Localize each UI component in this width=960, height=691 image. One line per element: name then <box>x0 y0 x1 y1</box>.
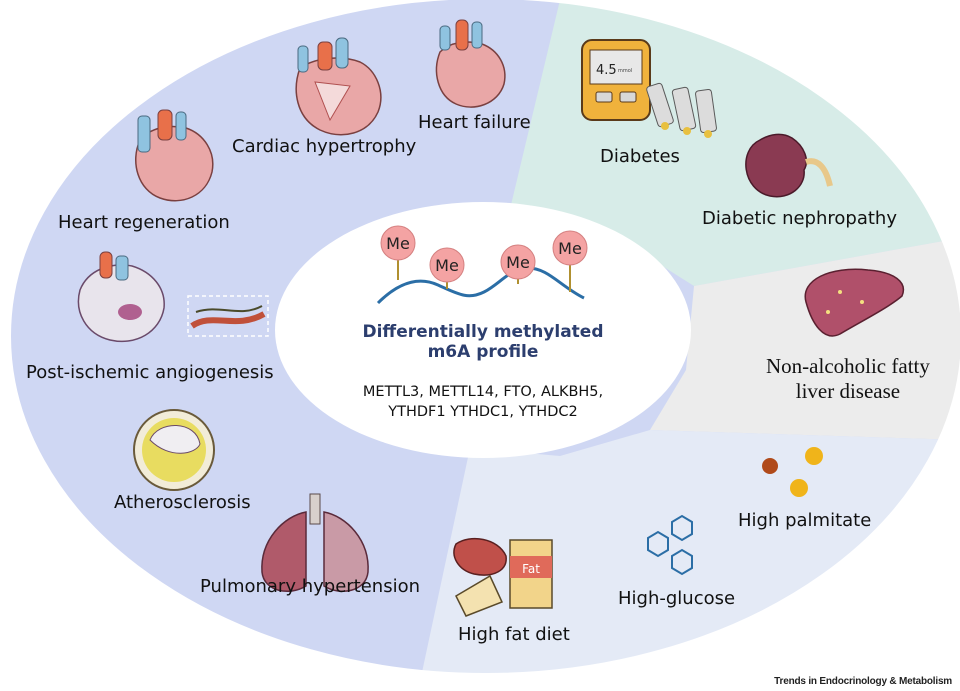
glucose-hexagons-icon <box>647 514 693 576</box>
label-high-palmitate: High palmitate <box>738 510 872 531</box>
label-high-fat-diet: High fat diet <box>458 624 570 645</box>
me-circle-2 <box>429 247 465 283</box>
heart-regeneration-heart-icon <box>135 109 214 202</box>
me-label-2: Me <box>435 256 459 275</box>
label-high-glucose: High-glucose <box>618 588 736 609</box>
center-gene-list: METTL3, METTL14, FTO, ALKBH5, YTHDF1 YTH… <box>330 382 636 422</box>
me-label-3: Me <box>506 253 530 272</box>
center-title: Differentially methylated m6A profile <box>330 322 636 362</box>
center-title-line2: m6A profile <box>427 342 539 362</box>
me-circle-3 <box>500 244 536 280</box>
label-nafld: Non-alcoholic fatty liver disease <box>766 354 930 404</box>
me-circle-4 <box>552 230 588 266</box>
label-cardiac-hypertrophy: Cardiac hypertrophy <box>232 136 417 157</box>
glucometer-unit: mmol <box>618 68 632 74</box>
label-heart-failure: Heart failure <box>418 112 531 133</box>
center-genes-line1: METTL3, METTL14, FTO, ALKBH5, <box>362 384 604 400</box>
palmitate-dots-icon <box>762 447 823 497</box>
cheese-icon <box>455 574 504 617</box>
label-diabetic-nephropathy: Diabetic nephropathy <box>702 208 897 229</box>
liver-icon <box>804 268 905 337</box>
center-genes-line2: YTHDF1 YTHDC1, YTHDC2 <box>388 404 578 420</box>
lungs-icon <box>261 493 369 593</box>
me-label-4: Me <box>558 239 582 258</box>
fat-box-icon <box>509 539 553 609</box>
label-diabetes: Diabetes <box>600 146 680 167</box>
me-circle-1 <box>380 225 416 261</box>
center-ellipse <box>275 202 691 458</box>
glucometer-icon <box>581 39 717 138</box>
vessel-inset-icon <box>187 295 269 337</box>
ischemic-heart-icon <box>77 251 165 343</box>
heart-failure-heart-icon <box>435 19 506 108</box>
journal-credit: Trends in Endocrinology & Metabolism <box>774 676 952 687</box>
label-nafld-line1: Non-alcoholic fatty <box>766 354 930 378</box>
glucometer-reading: 4.5 <box>596 63 617 78</box>
hypertrophy-heart-icon <box>295 37 382 136</box>
fat-box-label: Fat <box>522 562 540 576</box>
label-nafld-line2: liver disease <box>795 379 901 403</box>
me-label-1: Me <box>386 234 410 253</box>
label-atherosclerosis: Atherosclerosis <box>114 492 251 513</box>
meat-icon <box>453 537 507 576</box>
center-title-line1: Differentially methylated <box>362 322 604 342</box>
outer-ellipse-border <box>9 0 960 675</box>
rna-wave <box>376 266 585 305</box>
kidney-icon <box>745 133 833 198</box>
label-pulmonary-hypertension: Pulmonary hypertension <box>200 576 421 597</box>
atherosclerosis-vessel-icon <box>133 409 215 491</box>
label-post-ischemic-angiogenesis: Post-ischemic angiogenesis <box>26 362 274 383</box>
label-heart-regeneration: Heart regeneration <box>58 212 230 233</box>
